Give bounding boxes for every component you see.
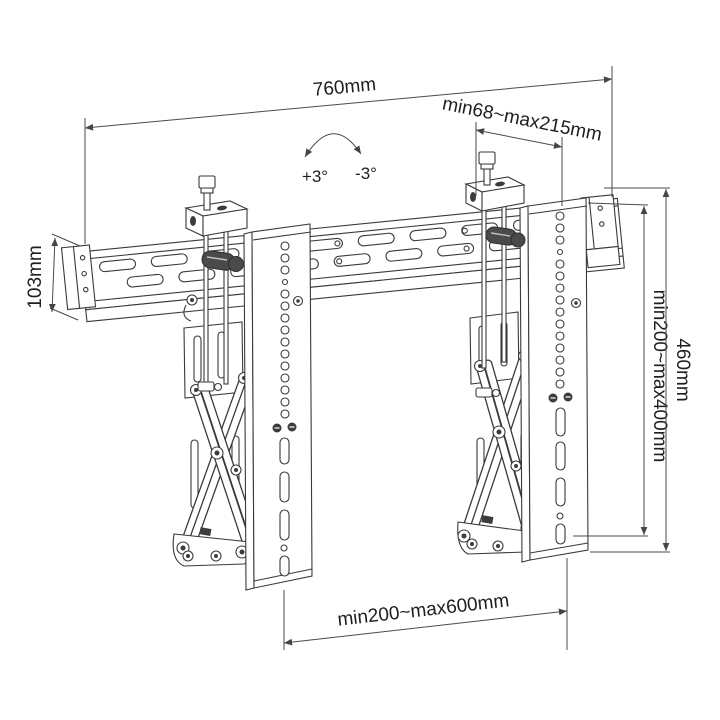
tilt-indicator: +3° -3° — [302, 133, 377, 186]
left-bracket — [243, 223, 313, 591]
right-tilt-bolt — [483, 167, 491, 186]
dimension-total-width: 760mm — [84, 66, 613, 244]
dimension-bracket-height: 460mm — [590, 187, 693, 553]
dim-label-rail-height: 103mm — [25, 245, 46, 308]
tilt-down-label: -3° — [355, 164, 377, 183]
left-tilt-bolt — [203, 191, 211, 211]
dim-label-vertical-range: min200~max400mm — [649, 290, 670, 463]
rail-right-wall-plate — [580, 194, 621, 269]
rail-bottom-flange — [85, 255, 625, 323]
wall-rail — [60, 194, 625, 323]
dimension-rail-height: 103mm — [25, 233, 81, 321]
dim-label-bracket-height: 460mm — [672, 338, 693, 401]
right-bracket-holes — [555, 211, 565, 389]
dimension-horizontal-range: min200~max600mm — [283, 558, 568, 650]
right-tilt-adjuster — [464, 151, 526, 398]
left-bracket-holes — [280, 241, 290, 419]
right-bracket-screws — [548, 392, 573, 403]
dim-label-total-width: 760mm — [312, 74, 377, 101]
tilt-up-label: +3° — [302, 167, 328, 186]
left-bracket-screws — [272, 422, 297, 433]
dim-label-depth-range: min68~max215mm — [441, 93, 604, 145]
left-tilt-adjuster — [183, 175, 249, 392]
tilt-arc-arrow — [304, 133, 362, 158]
right-bracket — [519, 197, 589, 563]
dim-label-horizontal-range: min200~max600mm — [336, 590, 510, 630]
rail-left-end-cap — [60, 244, 97, 311]
